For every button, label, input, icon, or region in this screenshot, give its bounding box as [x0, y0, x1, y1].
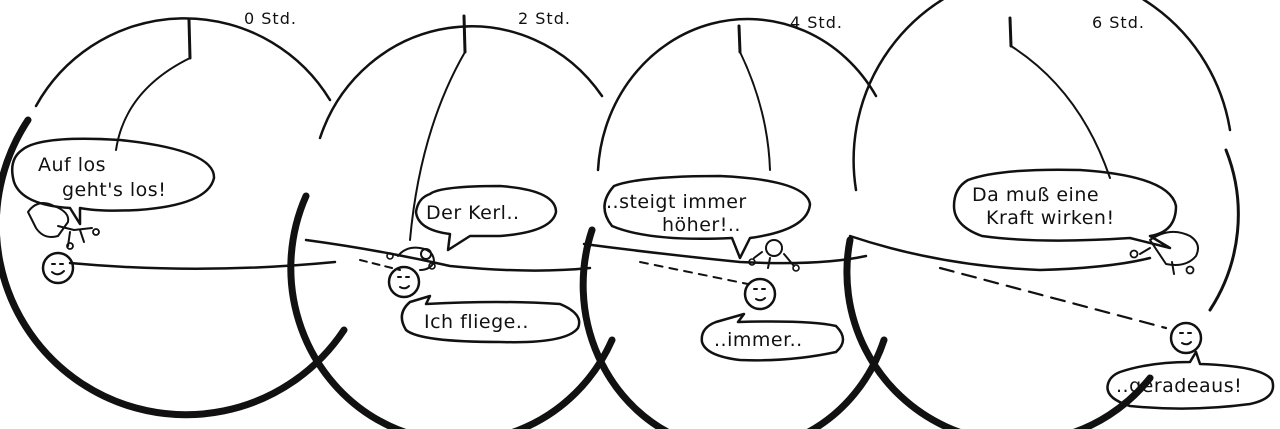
observer-figure-4h: [748, 239, 800, 272]
equator-0h: [68, 260, 337, 271]
speech-bubble-4h-bottom: ..immer..: [700, 312, 845, 362]
observer-figure-6h: [1129, 230, 1199, 275]
speech-text-2h-top: Der Kerl..: [426, 202, 520, 224]
observer-figure-2h: [386, 246, 436, 271]
globe-front-arc-4h: [579, 226, 888, 429]
speech-bubble-6h-top: Da muß eine Kraft wirken!: [952, 168, 1178, 250]
equator-4h: [582, 242, 868, 265]
speech-text-4h-line2: höher!..: [662, 214, 741, 236]
globe-outline-2h: [318, 25, 604, 140]
speech-text-4h-bottom: ..immer..: [714, 329, 803, 351]
speech-bubble-0h: Auf los geht's los!: [11, 137, 216, 226]
time-label-2h: 2 Std.: [518, 9, 571, 28]
meridian-4h: [739, 51, 771, 171]
panel-6h: 6 Std. Da muß eine Kraft wirken! ..g: [843, 0, 1275, 429]
flying-figure-0h: [41, 251, 75, 285]
trajectory-4h: [639, 261, 749, 285]
speech-text-6h-line1: Da muß eine: [972, 184, 1099, 206]
panel-4h: 4 Std. ..steigt immer höher!.. ..immer..: [579, 13, 888, 429]
trajectory-6h: [938, 266, 1168, 330]
time-label-4h: 4 Std.: [790, 13, 843, 32]
meridian-2h: [409, 51, 466, 241]
speech-bubble-4h-top: ..steigt immer höher!..: [603, 174, 812, 260]
meridian-0h: [115, 57, 191, 151]
globe-front-arc-6h: [843, 236, 1154, 429]
speech-text-2h-bottom: Ich fliege..: [424, 311, 529, 333]
speech-bubble-2h-bottom: Ich fliege..: [400, 294, 581, 344]
time-label-0h: 0 Std.: [244, 9, 297, 28]
globe-outline-4h: [596, 17, 878, 172]
speech-text-0h-line1: Auf los: [38, 154, 106, 176]
speech-text-6h-line2: Kraft wirken!: [986, 207, 1115, 229]
flying-figure-2h: [387, 265, 421, 299]
globe-outline-0h: [34, 17, 332, 108]
north-pole-axis-2h: [462, 14, 467, 54]
time-label-6h: 6 Std.: [1092, 13, 1145, 32]
panel-0h: 0 Std. Auf los geht's los!: [0, 9, 348, 419]
speech-text-0h-line2: geht's los!: [62, 179, 166, 201]
globe-right-arc-6h: [1208, 148, 1240, 312]
equator-2h: [304, 238, 592, 272]
speech-text-4h-line1: ..steigt immer: [606, 191, 747, 213]
speech-text-6h-bottom: ..geradeaus!: [1116, 375, 1242, 397]
equator-6h: [848, 234, 1152, 272]
flying-figure-6h: [1169, 321, 1203, 355]
globe-front-arc-0h: [0, 116, 348, 419]
north-pole-axis-6h: [1008, 16, 1013, 48]
meridian-6h: [1010, 45, 1111, 179]
speech-bubble-6h-bottom: ..geradeaus!: [1106, 350, 1275, 410]
north-pole-axis-0h: [187, 18, 192, 60]
panel-2h: 2 Std. Der Kerl.. Ich fliege..: [287, 9, 616, 429]
speech-bubble-2h-top: Der Kerl..: [414, 184, 558, 252]
north-pole-axis-4h: [737, 24, 742, 54]
trajectory-2h: [359, 259, 401, 271]
flying-figure-4h: [743, 277, 777, 311]
globe-outline-6h: [852, 0, 1232, 192]
globe-front-arc-2h: [287, 192, 616, 429]
